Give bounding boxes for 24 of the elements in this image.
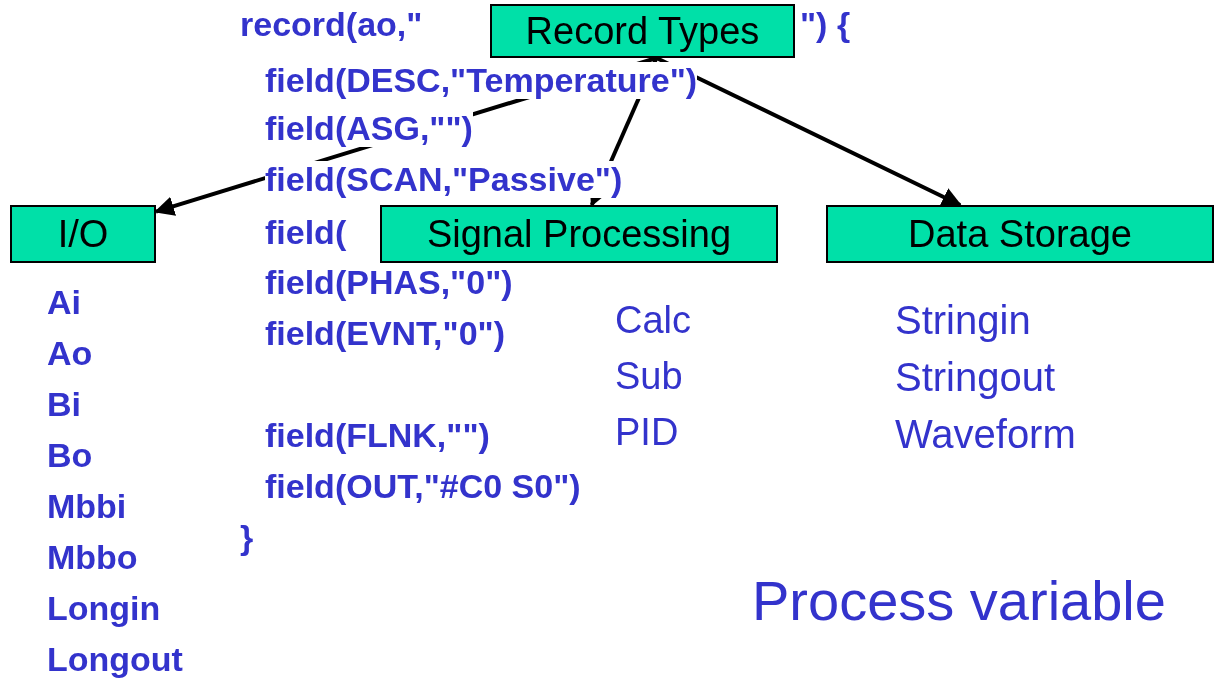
record-type-name: Longin <box>47 590 161 628</box>
record-type-name: Longout <box>47 641 183 679</box>
record-type-name: PID <box>615 412 679 454</box>
record-type-name: Ai <box>47 284 81 322</box>
category-title: Signal Processing <box>426 212 732 256</box>
category-box <box>10 205 156 263</box>
record-type-name: Calc <box>615 300 692 342</box>
category-box <box>380 205 778 263</box>
record-type-name: Mbbo <box>47 539 138 577</box>
record-type-name: Stringin <box>895 298 1031 342</box>
category-title: I/O <box>57 212 109 256</box>
category-title: Data Storage <box>908 212 1132 256</box>
slide-text: Process variable <box>752 570 1166 632</box>
category-box <box>490 4 795 58</box>
record-type-name: Sub <box>615 356 683 398</box>
arrow <box>655 56 962 207</box>
record-type-name: Ao <box>47 335 93 373</box>
category-box <box>826 205 1214 263</box>
category-title: Record Types <box>525 9 760 53</box>
record-type-name: Waveform <box>895 412 1076 456</box>
record-type-name: Bo <box>47 437 93 475</box>
record-type-name: Bi <box>47 386 81 424</box>
record-type-name: Stringout <box>895 355 1056 399</box>
record-type-name: Mbbi <box>47 488 127 526</box>
